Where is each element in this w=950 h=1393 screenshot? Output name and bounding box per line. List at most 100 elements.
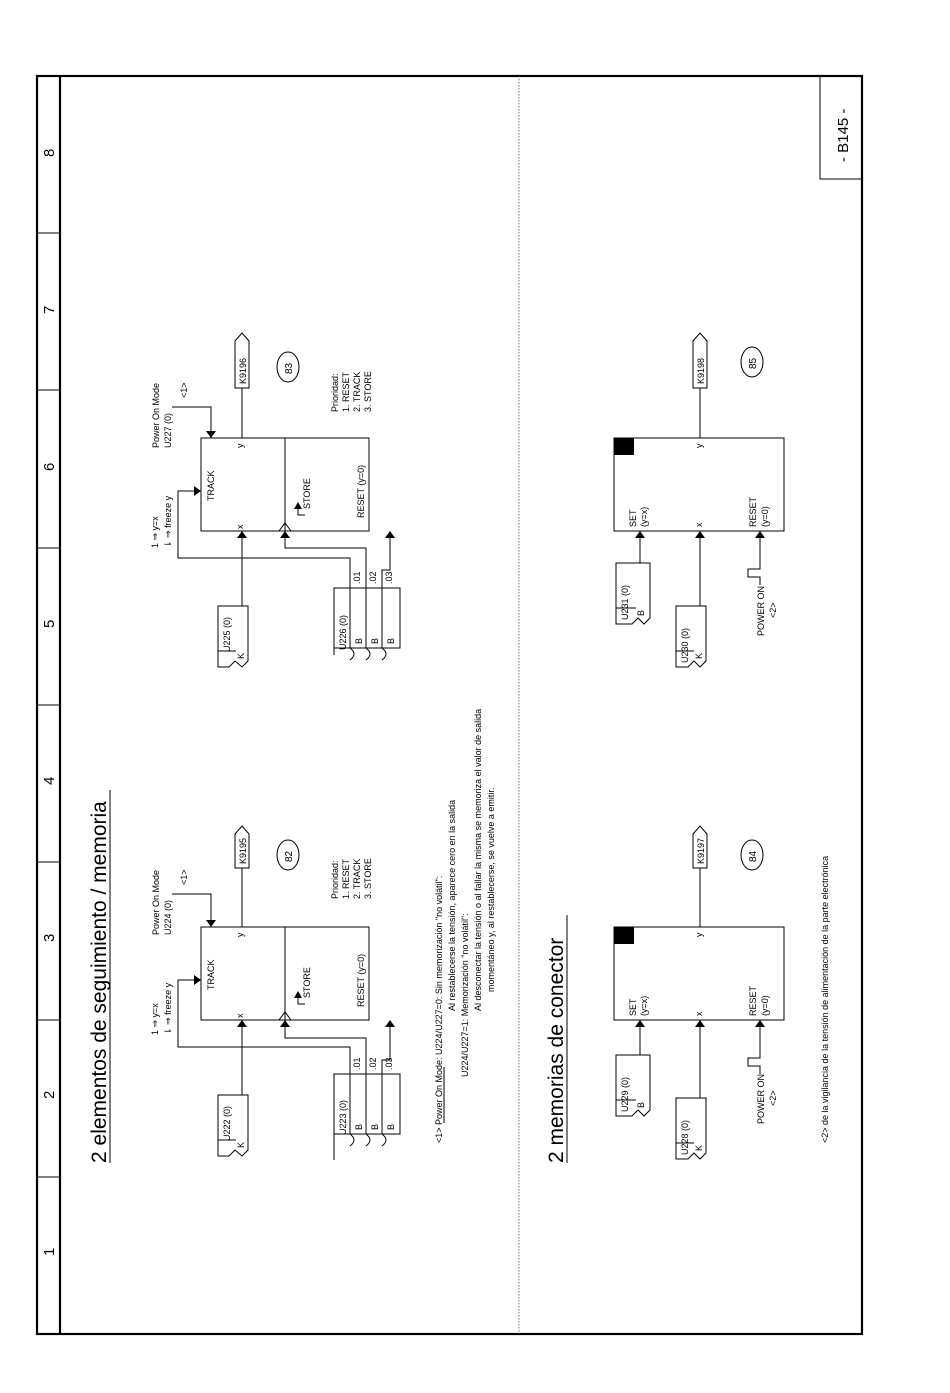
output-connector-1 <box>234 825 250 869</box>
power-on-arrow-3 <box>755 1020 765 1027</box>
mode-line-track-2: 1 ⇒ y=x <box>150 516 160 548</box>
track-wire-2 <box>177 490 351 588</box>
power-on-pulse-3 <box>747 1048 761 1074</box>
store-edge-arrow-2 <box>294 502 302 509</box>
y-label-2: y <box>235 443 245 448</box>
power-on-arrow-2 <box>206 431 216 438</box>
power-on-label-4: POWER ON <box>756 586 766 636</box>
track-store-block-2: Power On Mode U227 (0) <1> 1 ⇒ y=x ⇂ ⇒ f… <box>150 332 401 668</box>
control-bit-symbols-1 <box>349 1133 387 1147</box>
column-number-4: 4 <box>41 777 58 785</box>
mode-line-freeze-1: ⇂ ⇒ freeze y <box>163 982 173 1035</box>
reset-wire-1 <box>381 1027 391 1074</box>
column-number-8: 8 <box>41 149 58 157</box>
control-b-2c: B <box>386 638 396 644</box>
output-connector-3 <box>692 825 708 869</box>
input-x-type-2: K <box>236 653 246 659</box>
store-label-2: STORE <box>302 478 312 509</box>
control-b-1a: B <box>354 1124 364 1130</box>
control-param-label-2: U226 (0) <box>338 615 348 650</box>
priority-title-1: Prioridad: <box>330 860 340 899</box>
reset-arrow-2 <box>385 531 395 538</box>
reset-sub-label-4: (y=0) <box>760 506 770 527</box>
power-on-ref-3: <2> <box>768 1090 778 1106</box>
x-label-3: x <box>694 1011 704 1016</box>
set-param-connector-1 <box>615 1054 651 1117</box>
priority-title-2: Prioridad: <box>330 373 340 412</box>
power-on-mode-label-2: Power On Mode <box>151 383 161 448</box>
node-circle-1 <box>276 839 300 871</box>
priority-item-2a: 1. RESET <box>341 371 351 412</box>
note-line-5: momentáneo y, al restablecerse, se vuelv… <box>486 788 496 992</box>
track-arrow-2 <box>194 486 201 496</box>
power-on-arrow-4 <box>755 531 765 538</box>
priority-item-1a: 1. RESET <box>341 858 351 899</box>
power-on-note-ref-2: <1> <box>179 382 189 398</box>
set-sub-label-2: (y=x) <box>639 507 649 527</box>
control-b-2a: B <box>354 638 364 644</box>
reset-label-2: RESET (y=0) <box>356 465 366 518</box>
input-x-arrow-3 <box>695 1020 705 1027</box>
node-number-3: 84 <box>748 850 759 862</box>
column-number-6: 6 <box>41 463 58 471</box>
priority-item-1c: 3. STORE <box>363 858 373 899</box>
control-param-box-1 <box>333 1073 401 1135</box>
input-x-param-4: U230 (0) <box>680 628 690 663</box>
input-x-connector-1 <box>217 1094 249 1157</box>
input-x-type-1: K <box>236 1142 246 1148</box>
input-x-arrow-2 <box>237 531 247 538</box>
input-x-connector-2 <box>217 605 249 668</box>
set-sub-label-1: (y=x) <box>639 996 649 1016</box>
y-label-1: y <box>235 932 245 937</box>
set-param-type-1: B <box>636 1102 646 1108</box>
power-on-param-2: U227 (0) <box>163 413 173 448</box>
control-idx-2c: .03 <box>384 571 394 584</box>
track-wire-1 <box>177 979 351 1074</box>
connector-memory-block-2: SET (y=x) x y RESET (y=0) K9198 85 U231 … <box>613 332 785 668</box>
clock-symbol-2 <box>278 522 292 532</box>
input-x-connector-3 <box>675 1097 707 1160</box>
power-on-label-3: POWER ON <box>756 1074 766 1124</box>
store-edge-symbol-1 <box>297 998 305 1005</box>
x-label-1: x <box>235 1013 245 1018</box>
control-b-1b: B <box>370 1124 380 1130</box>
reset-arrow-1 <box>385 1020 395 1027</box>
set-param-connector-2 <box>615 562 651 625</box>
reset-label-4: RESET <box>748 496 758 527</box>
power-on-note-ref-1: <1> <box>179 869 189 885</box>
input-x-param-3: U228 (0) <box>680 1120 690 1155</box>
power-on-ref-4: <2> <box>768 602 778 618</box>
memory-box-marker-1 <box>614 927 634 944</box>
power-supply-footnote: <2> de la vigilancia de la tensión de al… <box>820 856 830 1143</box>
control-b-1c: B <box>386 1124 396 1130</box>
set-arrow-1 <box>635 1020 645 1027</box>
control-param-box-2 <box>333 587 401 649</box>
control-b-2b: B <box>370 638 380 644</box>
set-param-label-1: U229 (0) <box>620 1077 630 1112</box>
set-wire-1 <box>639 1027 650 1056</box>
store-wire-2 <box>284 538 367 588</box>
reset-wire-2 <box>381 538 391 588</box>
input-x-arrow-1 <box>237 1020 247 1027</box>
section2-title: 2 memorias de conector <box>545 938 568 1163</box>
section1-title: 2 elementos de seguimiento / memoria <box>88 801 111 1163</box>
output-connector-label-2: K9196 <box>238 358 248 384</box>
output-connector-4 <box>692 332 708 389</box>
node-number-2: 83 <box>284 362 295 374</box>
input-x-param-2: U225 (0) <box>222 617 232 652</box>
track-store-block-1: Power On Mode U224 (0) <1> 1 ⇒ y=x ⇂ ⇒ f… <box>150 825 401 1160</box>
memory-box-2 <box>613 437 785 532</box>
input-x-connector-4 <box>675 605 707 668</box>
note-line-4: Al desconectar la tensión o al fallar la… <box>473 709 483 1011</box>
memory-box-1 <box>613 926 785 1021</box>
priority-item-1b: 2. TRACK <box>352 859 362 899</box>
column-ticks <box>37 232 60 1178</box>
track-label-2: TRACK <box>206 470 216 501</box>
note-line-2: Al restablecerse la tensión, aparece cer… <box>447 800 457 1011</box>
power-on-connector-1 <box>172 893 212 920</box>
priority-item-2c: 3. STORE <box>363 371 373 412</box>
mode-line-track-1: 1 ⇒ y=x <box>150 1003 160 1035</box>
input-x-type-4: K <box>694 653 704 659</box>
set-label-2: SET <box>628 509 638 527</box>
